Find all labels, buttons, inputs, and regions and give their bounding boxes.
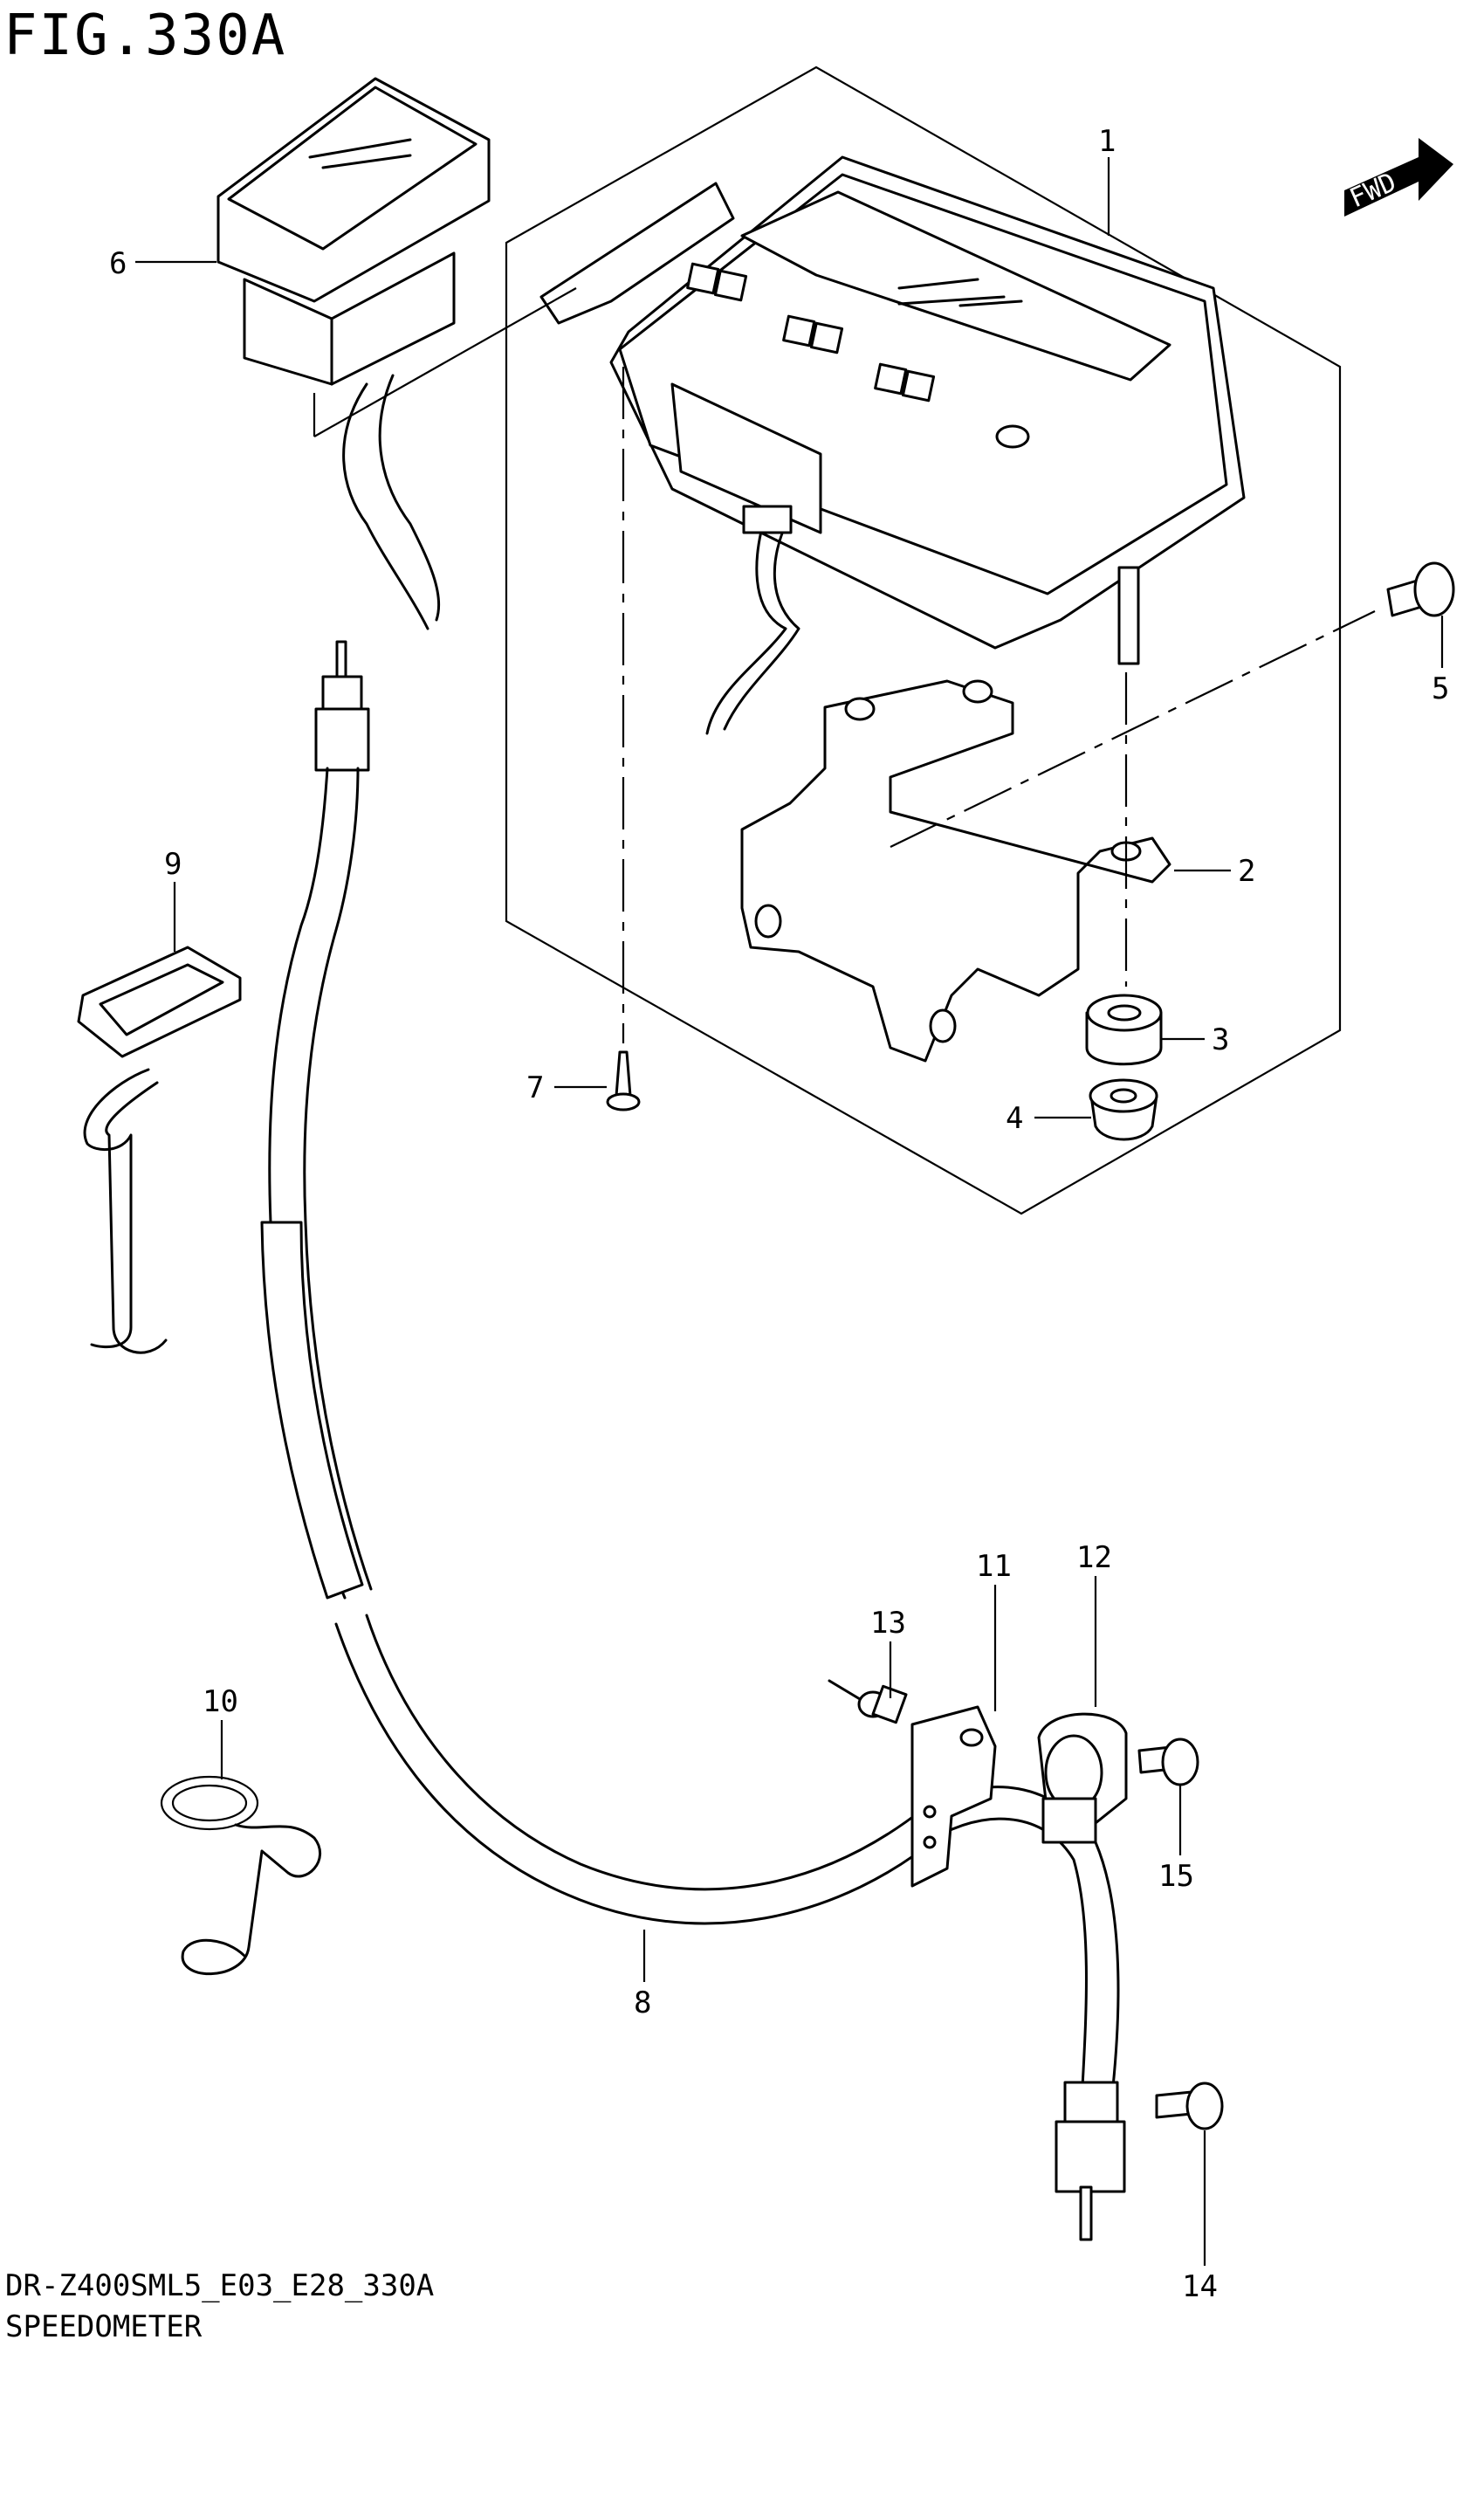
fwd-arrow-icon: FWD (1344, 138, 1453, 217)
part-15-screw (1137, 1738, 1199, 1786)
leader-dash-5 (890, 610, 1376, 848)
part-8-speedometer-cable (260, 640, 1126, 2241)
part-6-connector-unit (216, 77, 577, 630)
part-3-grommet (1085, 994, 1163, 1066)
figure-name: SPEEDOMETER (5, 2309, 203, 2344)
part-label-8: 8 (634, 1985, 651, 2020)
part-14-screw (1155, 2082, 1224, 2130)
part-label-6: 6 (109, 246, 127, 281)
assembly-outline (505, 65, 1342, 1215)
part-label-12: 12 (1076, 1540, 1112, 1575)
part-label-14: 14 (1182, 2269, 1218, 2304)
part-12-clamp (1037, 1712, 1128, 1844)
figure-title: FIG.330A (3, 3, 287, 68)
part-4-nut (1089, 1078, 1158, 1141)
part-11-bracket (910, 1705, 997, 1888)
part-label-10: 10 (203, 1684, 238, 1719)
part-9-clamp (77, 946, 242, 1354)
part-label-4: 4 (1006, 1101, 1023, 1136)
part-label-7: 7 (526, 1070, 544, 1105)
part-1-meter-unit (539, 155, 1246, 735)
part-label-5: 5 (1432, 671, 1449, 706)
part-label-15: 15 (1158, 1859, 1194, 1894)
part-label-2: 2 (1238, 854, 1255, 889)
leader-lines (135, 157, 1444, 2266)
part-5-bolt (1386, 561, 1455, 617)
part-label-11: 11 (976, 1549, 1012, 1584)
part-7-screw (606, 1050, 641, 1111)
part-2-bracket (740, 679, 1171, 1063)
part-13-rivet (828, 1679, 908, 1724)
figure-code: DR-Z400SML5_E03_E28_330A (5, 2268, 435, 2303)
part-10-clamp (160, 1775, 321, 1976)
part-label-1: 1 (1098, 124, 1116, 159)
part-label-9: 9 (164, 847, 182, 882)
part-label-3: 3 (1212, 1022, 1229, 1057)
part-label-13: 13 (870, 1606, 906, 1641)
part-number-labels: 1 2 3 4 5 6 7 8 9 10 11 12 13 14 15 (109, 124, 1449, 2304)
